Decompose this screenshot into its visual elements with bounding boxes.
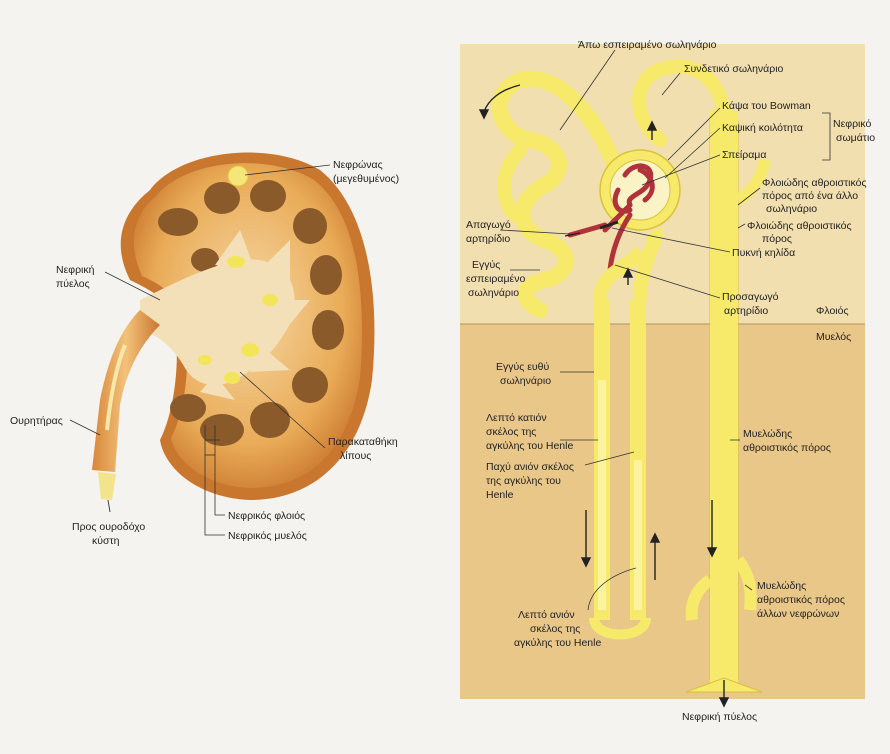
label-proximal-straight: Εγγύς ευθύ (496, 361, 549, 373)
label-afferent-2: αρτηρίδιο (724, 305, 768, 317)
label-efferent: Απαγωγό (466, 219, 511, 231)
label-renal-pelvis: Νεφρική (56, 264, 95, 276)
label-perirenal-fat-2: λίπους (340, 450, 371, 462)
label-cortex: Φλοιός (816, 305, 849, 317)
label-bowman-capsule: Κάψα του Bowman (722, 100, 811, 112)
label-cortical-duct-other: Φλοιώδης αθροιστικός (762, 177, 867, 189)
label-thin-descending-2: σκέλος της (486, 426, 536, 438)
label-medullary-duct-2: αθροιστικός πόρος (743, 442, 831, 454)
label-ureter: Ουρητήρας (10, 415, 63, 427)
label-thin-descending-3: αγκύλης του Henle (486, 440, 573, 452)
label-proximal-convoluted-3: σωληνάριο (468, 287, 519, 299)
label-medullary-duct-other-3: άλλων νεφρώνων (757, 608, 839, 620)
label-cortical-duct-2: πόρος (762, 233, 792, 245)
label-cortical-duct-other-2: πόρος από ένα άλλο (762, 190, 858, 202)
label-glomerulus: Σπείραμα (722, 149, 766, 161)
label-medullary-duct-other-2: αθροιστικός πόρος (757, 594, 845, 606)
label-cortical-duct-other-3: σωληνάριο (766, 203, 817, 215)
label-proximal-convoluted-2: εσπειραμένο (466, 273, 525, 285)
label-medullary-duct: Μυελώδης (743, 428, 792, 440)
label-thick-ascending-2: της αγκύλης του (486, 475, 561, 487)
label-proximal-straight-2: σωληνάριο (500, 375, 551, 387)
label-capsular-space: Καψική κοιλότητα (722, 122, 803, 134)
label-perirenal-fat: Παρακαταθήκη (328, 436, 398, 448)
label-renal-corpuscle: Νεφρικό (833, 118, 871, 130)
label-thin-ascending-3: αγκύλης του Henle (514, 637, 601, 649)
label-renal-medulla: Νεφρικός μυελός (228, 530, 307, 542)
label-thick-ascending: Παχύ ανιόν σκέλος (486, 461, 574, 473)
label-renal-pelvis-2: πύελος (56, 278, 90, 290)
label-to-bladder: Προς ουροδόχο (72, 521, 145, 533)
label-nephron: Νεφρώνας (333, 159, 383, 171)
label-renal-corpuscle-2: σωμάτιο (836, 132, 875, 144)
label-to-bladder-2: κύστη (92, 535, 120, 547)
label-medullary-duct-other: Μυελώδης (757, 580, 806, 592)
label-thin-descending: Λεπτό κατιόν (486, 412, 547, 424)
label-macula-densa: Πυκνή κηλίδα (732, 247, 795, 259)
label-cortical-duct: Φλοιώδης αθροιστικός (747, 220, 852, 232)
label-nephron-magnified: (μεγεθυμένος) (333, 173, 399, 185)
label-distal-convoluted: Άπω εσπειραμένο σωληνάριο (578, 39, 717, 51)
label-connecting-tubule: Συνδετικό σωληνάριο (684, 63, 784, 75)
label-renal-cortex: Νεφρικός φλοιός (228, 510, 305, 522)
label-thin-ascending-2: σκέλος της (530, 623, 580, 635)
label-nephron-renal-pelvis: Νεφρική πύελος (682, 711, 757, 723)
label-thin-ascending: Λεπτό ανιόν (518, 609, 575, 621)
label-afferent: Προσαγωγό (722, 291, 779, 303)
label-medulla: Μυελός (816, 331, 851, 343)
label-thick-ascending-3: Henle (486, 489, 514, 501)
label-proximal-convoluted: Εγγύς (472, 259, 500, 271)
label-efferent-2: αρτηρίδιο (466, 233, 510, 245)
